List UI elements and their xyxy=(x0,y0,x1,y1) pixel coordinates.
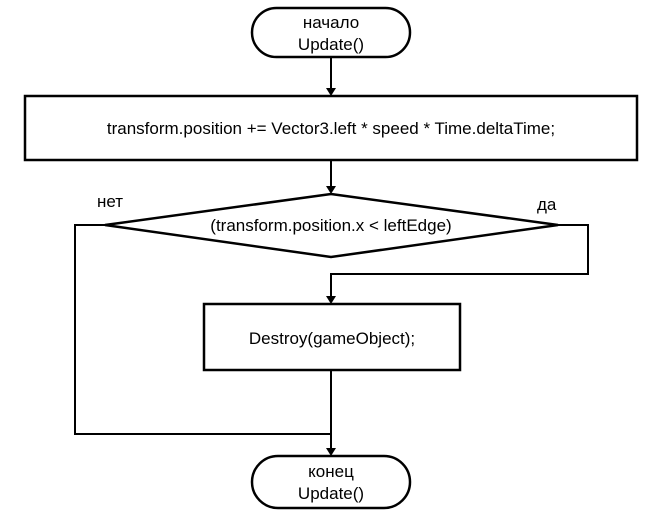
process-move-label: transform.position += Vector3.left * spe… xyxy=(107,119,555,138)
process-destroy-shape xyxy=(202,302,462,372)
start-terminator-line1: начало xyxy=(303,13,359,32)
process-destroy-label: Destroy(gameObject); xyxy=(249,329,415,348)
end-terminator: конец Update() xyxy=(250,454,412,510)
end-terminator-line2: Update() xyxy=(298,484,364,503)
start-terminator-shape xyxy=(250,6,412,59)
arrowhead-yes-to-destroy xyxy=(326,296,336,304)
branch-label-yes: да xyxy=(537,195,557,214)
end-terminator-shape xyxy=(250,454,412,510)
arrowhead-merge-to-end xyxy=(326,448,336,456)
edge-yes-to-destroy xyxy=(330,224,589,296)
process-destroy: Destroy(gameObject); xyxy=(202,302,462,372)
arrowhead-move-to-decision xyxy=(326,186,336,194)
edge-no-to-merge xyxy=(74,224,331,435)
decision-label: (transform.position.x < leftEdge) xyxy=(210,216,451,235)
process-move: transform.position += Vector3.left * spe… xyxy=(23,94,639,162)
end-terminator-line1: конец xyxy=(308,462,354,481)
start-terminator: начало Update() xyxy=(250,6,412,59)
branch-label-no: нет xyxy=(97,192,123,211)
start-terminator-line2: Update() xyxy=(298,35,364,54)
arrowhead-start-to-move xyxy=(326,88,336,96)
decision-shape xyxy=(104,192,559,259)
decision: (transform.position.x < leftEdge) xyxy=(104,192,559,259)
process-move-shape xyxy=(23,94,639,162)
connectors xyxy=(74,57,589,456)
